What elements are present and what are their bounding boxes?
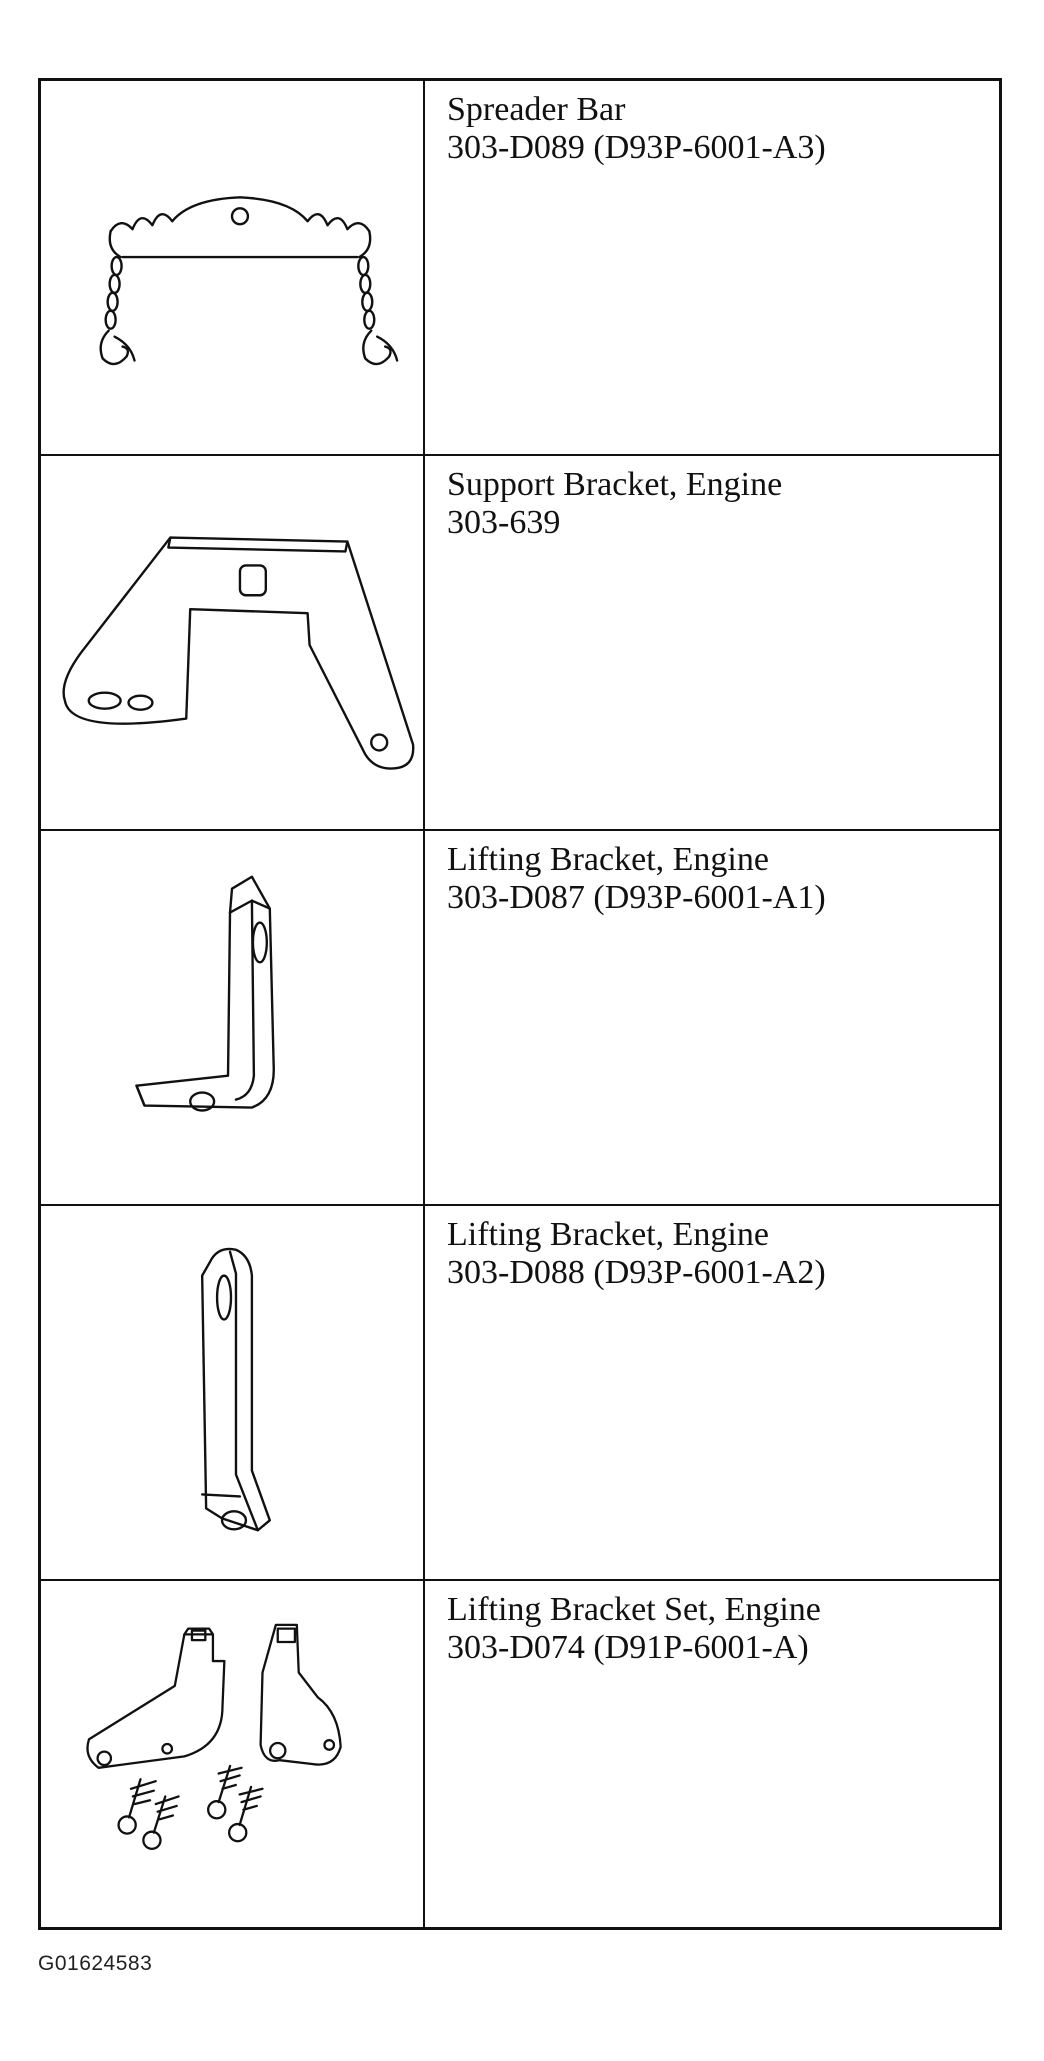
bolt-icon — [117, 1778, 157, 1835]
tool-description: Lifting Bracket, Engine 303-D088 (D93P-6… — [425, 1206, 999, 1579]
table-row: Lifting Bracket, Engine 303-D088 (D93P-6… — [41, 1204, 999, 1579]
tool-illustration-cell — [41, 1581, 425, 1927]
tool-illustration-cell — [41, 1206, 425, 1579]
tool-part-number: 303-D089 (D93P-6001-A3) — [447, 129, 826, 166]
tool-name: Lifting Bracket Set, Engine — [447, 1591, 821, 1628]
tool-illustration-cell — [41, 81, 425, 454]
table-row: Spreader Bar 303-D089 (D93P-6001-A3) — [41, 81, 999, 454]
tool-description: Lifting Bracket, Engine 303-D087 (D93P-6… — [425, 831, 999, 1204]
tool-description: Spreader Bar 303-D089 (D93P-6001-A3) — [425, 81, 999, 454]
tool-illustration-cell — [41, 831, 425, 1204]
table-row: Lifting Bracket Set, Engine 303-D074 (D9… — [41, 1579, 999, 1927]
tool-name: Lifting Bracket, Engine — [447, 841, 769, 878]
tool-part-number: 303-D087 (D93P-6001-A1) — [447, 879, 826, 916]
table-row: Lifting Bracket, Engine 303-D087 (D93P-6… — [41, 829, 999, 1204]
lifting-bracket-set-icon — [86, 1623, 342, 1850]
spreader-bar-icon — [99, 196, 399, 366]
special-tools-table: Spreader Bar 303-D089 (D93P-6001-A3) Sup… — [38, 78, 1002, 1930]
tool-part-number: 303-D088 (D93P-6001-A2) — [447, 1254, 826, 1291]
tool-name: Lifting Bracket, Engine — [447, 1216, 769, 1253]
table-row: Support Bracket, Engine 303-639 — [41, 454, 999, 829]
bolt-icon — [142, 1795, 180, 1850]
tool-description: Support Bracket, Engine 303-639 — [425, 456, 999, 829]
tool-name: Support Bracket, Engine — [447, 466, 783, 503]
tool-description: Lifting Bracket Set, Engine 303-D074 (D9… — [425, 1581, 999, 1927]
bolt-icon — [207, 1764, 243, 1820]
lifting-bracket-icon — [200, 1247, 271, 1532]
tool-illustration-cell — [41, 456, 425, 829]
support-bracket-icon — [62, 536, 415, 770]
bolt-icon — [227, 1785, 264, 1843]
figure-id: G01624583 — [38, 1952, 153, 1975]
tool-part-number: 303-639 — [447, 504, 561, 541]
tool-name: Spreader Bar — [447, 91, 626, 128]
lifting-bracket-icon — [135, 875, 275, 1112]
tool-part-number: 303-D074 (D91P-6001-A) — [447, 1629, 809, 1666]
